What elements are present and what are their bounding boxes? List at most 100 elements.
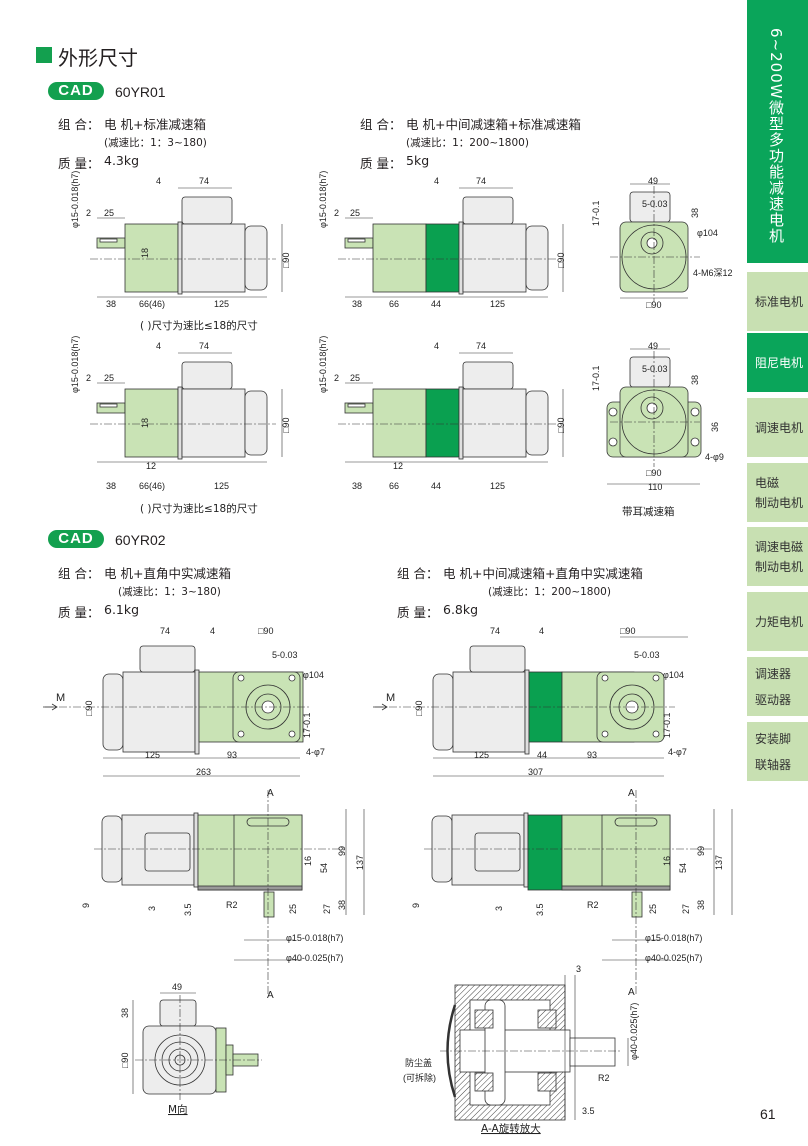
dim-label: 4 bbox=[210, 626, 215, 636]
dim-label: 74 bbox=[476, 176, 486, 186]
view-arrow bbox=[373, 703, 388, 711]
dim-label: φ15-0.018(h7) bbox=[318, 336, 328, 393]
dim-label: φ40-0.025(h7) bbox=[629, 1003, 639, 1060]
dust-cover-label: 防尘盖 bbox=[405, 1057, 432, 1068]
sidebar-item-torque-motor[interactable]: 力矩电机 bbox=[747, 592, 808, 651]
sidebar-item-label: 安装脚 联轴器 bbox=[755, 731, 792, 772]
bearing bbox=[474, 1072, 494, 1092]
dim-label: 25 bbox=[288, 904, 298, 914]
motor-flange bbox=[194, 669, 200, 755]
output-shaft bbox=[646, 237, 658, 249]
sidebar-item-damping-motor[interactable]: 阻尼电机 bbox=[747, 333, 808, 392]
sidebar-item-controller[interactable]: 调速器 驱动器 bbox=[747, 657, 808, 716]
motor-body bbox=[181, 223, 246, 293]
dim-label: □90 bbox=[281, 418, 291, 433]
dim-label: 263 bbox=[196, 767, 211, 777]
sidebar-item-mounting-coupling[interactable]: 安装脚 联轴器 bbox=[747, 722, 808, 781]
dim-label: 25 bbox=[350, 208, 360, 218]
motor-body bbox=[122, 671, 196, 753]
motor-end-cap bbox=[244, 225, 268, 291]
sidebar-item-standard-motor[interactable]: 标准电机 bbox=[747, 272, 808, 331]
cad-download-button[interactable]: CAD bbox=[48, 82, 104, 100]
sidebar-item-brake-motor[interactable]: 电磁 制动电机 bbox=[747, 463, 808, 522]
cad-download-button[interactable]: CAD bbox=[48, 530, 104, 548]
dim-label: 3.5 bbox=[183, 903, 193, 916]
motor-end-cap bbox=[244, 390, 268, 456]
dim-label: 54 bbox=[319, 863, 329, 873]
dim-label: 137 bbox=[355, 855, 365, 870]
dim-label: φ104 bbox=[303, 670, 324, 680]
m-view-and-section-labels: 49 38 □90 M向 3 φ40-0.025(h7) A 防尘盖 (可拆除)… bbox=[120, 964, 639, 1135]
sidebar-item-label: 阻尼电机 bbox=[755, 355, 804, 370]
dim-label: φ15-0.018(h7) bbox=[70, 336, 80, 393]
mounting-hole bbox=[237, 730, 245, 738]
mounting-hole bbox=[690, 407, 700, 417]
section-title: 外形尺寸 bbox=[58, 46, 138, 70]
bearing bbox=[537, 1009, 557, 1029]
dim-label: 27 bbox=[681, 904, 691, 914]
dim-label: 4 bbox=[434, 176, 439, 186]
bearing bbox=[474, 1009, 494, 1029]
terminal-box bbox=[159, 999, 197, 1027]
ratio-value: (减速比：1：3~180) bbox=[118, 586, 221, 598]
dim-label: 17-0.1 bbox=[591, 200, 601, 226]
dim-label: 3 bbox=[494, 906, 504, 911]
motor-flange bbox=[458, 221, 464, 295]
motor-flange bbox=[523, 812, 529, 888]
gearbox bbox=[372, 388, 427, 458]
dim-label: 3 bbox=[576, 964, 581, 974]
dim-label: φ40-0.025(h7) bbox=[645, 953, 702, 963]
motor-flange bbox=[458, 386, 464, 460]
dim-label: 44 bbox=[537, 750, 547, 760]
end-view-labels: 49 5-0.03 38 17-0.1 φ104 4-M6深12 □90 49 … bbox=[591, 176, 733, 518]
dim-label: 38 bbox=[690, 375, 700, 385]
dim-label: 4-φ7 bbox=[668, 747, 687, 757]
mass-value: 6.8kg bbox=[443, 602, 479, 617]
combo-label: 组 合： bbox=[360, 117, 402, 132]
dim-label: φ40-0.025(h7) bbox=[286, 953, 343, 963]
ratio-note: ( )尺寸为速比≤18的尺寸 bbox=[140, 502, 258, 515]
page-number: 61 bbox=[760, 1106, 776, 1122]
ratio-value: (减速比：1：200~1800) bbox=[488, 586, 611, 598]
intermediate-gearbox bbox=[425, 223, 460, 293]
shaft-key bbox=[347, 403, 366, 408]
mounting-hole bbox=[601, 730, 609, 738]
ratio-value: (减速比：1：200~1800) bbox=[406, 137, 529, 149]
dim-label: 49 bbox=[172, 982, 182, 992]
dim-label: 5-0.03 bbox=[272, 650, 298, 660]
sidebar-item-label: 标准电机 bbox=[755, 294, 804, 309]
dim-label: 2 bbox=[334, 208, 339, 218]
dim-label: 49 bbox=[648, 341, 658, 351]
dim-label: 66 bbox=[389, 481, 399, 491]
motor-flange bbox=[193, 812, 199, 888]
mass-value: 4.3kg bbox=[104, 153, 140, 168]
combo-label: 组 合： bbox=[58, 566, 100, 581]
dim-label: 12 bbox=[146, 461, 156, 471]
section-mark: A bbox=[267, 990, 274, 1001]
mass-value: 5kg bbox=[406, 153, 430, 168]
dim-label: 38 bbox=[696, 900, 706, 910]
motor-body bbox=[452, 671, 526, 753]
dim-label: R2 bbox=[598, 1073, 610, 1083]
dim-label: φ104 bbox=[697, 228, 718, 238]
output-shaft bbox=[631, 891, 643, 918]
sidebar-item-label: 力矩电机 bbox=[755, 614, 804, 629]
dim-label: 36 bbox=[710, 422, 720, 432]
dim-label: 93 bbox=[587, 750, 597, 760]
dim-label: 16 bbox=[662, 856, 672, 866]
motor-end-cap bbox=[525, 390, 549, 456]
dim-label: 25 bbox=[104, 373, 114, 383]
dim-label: □90 bbox=[620, 626, 635, 636]
sidebar-item-speed-motor[interactable]: 调速电机 bbox=[747, 398, 808, 457]
motor-flange bbox=[524, 669, 530, 755]
dim-label: φ15-0.018(h7) bbox=[70, 171, 80, 228]
dim-label: 3.5 bbox=[582, 1106, 595, 1116]
terminal-box bbox=[469, 645, 526, 673]
dim-label: 9 bbox=[411, 903, 421, 908]
dim-label: 3 bbox=[147, 906, 157, 911]
dim-label: 25 bbox=[104, 208, 114, 218]
dim-label: □90 bbox=[84, 701, 94, 716]
sidebar-item-speed-brake-motor[interactable]: 调速电磁 制动电机 bbox=[747, 527, 808, 586]
section-mark: A bbox=[628, 987, 635, 998]
dim-label: 74 bbox=[476, 341, 486, 351]
